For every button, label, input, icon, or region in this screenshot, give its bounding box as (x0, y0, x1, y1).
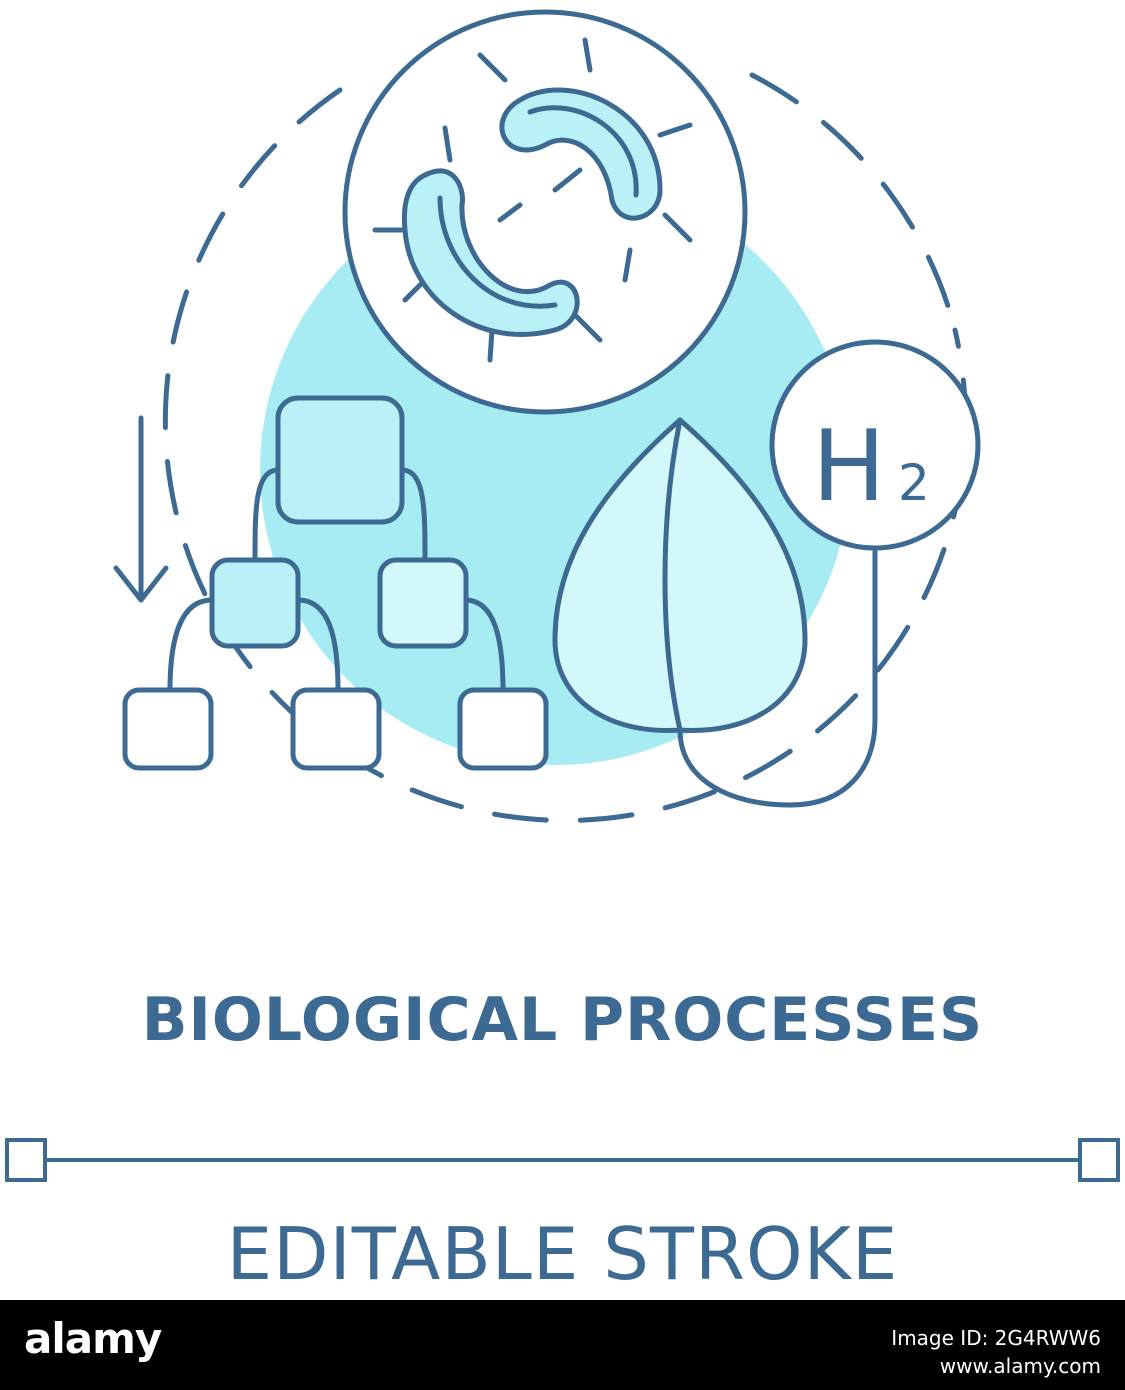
stroke-handle-right (1078, 1138, 1120, 1182)
watermark-footer (0, 1300, 1125, 1390)
dashed-ring (162, 87, 968, 823)
page-title: BIOLOGICAL PROCESSES (141, 985, 984, 1055)
editable-stroke-line (5, 1138, 1120, 1182)
hydrogen-icon: H 2 (769, 339, 981, 551)
h2-label: H (812, 410, 886, 524)
source-url: www.alamy.com (939, 1354, 1101, 1378)
alamy-logo: alamy (24, 1314, 162, 1363)
subtitle: EDITABLE STROKE (226, 1212, 899, 1296)
stroke-handle-left (5, 1138, 47, 1182)
image-id: Image ID: 2G4RWW6 (891, 1326, 1101, 1350)
h2-subscript: 2 (898, 454, 930, 512)
biological-processes-illustration: H 2 (113, 9, 981, 823)
leaf-icon (552, 417, 878, 808)
bacteria-icon (342, 9, 748, 415)
flowchart-icon (122, 395, 549, 771)
down-arrow-icon (113, 415, 169, 603)
dashed-ring-right (749, 72, 958, 333)
